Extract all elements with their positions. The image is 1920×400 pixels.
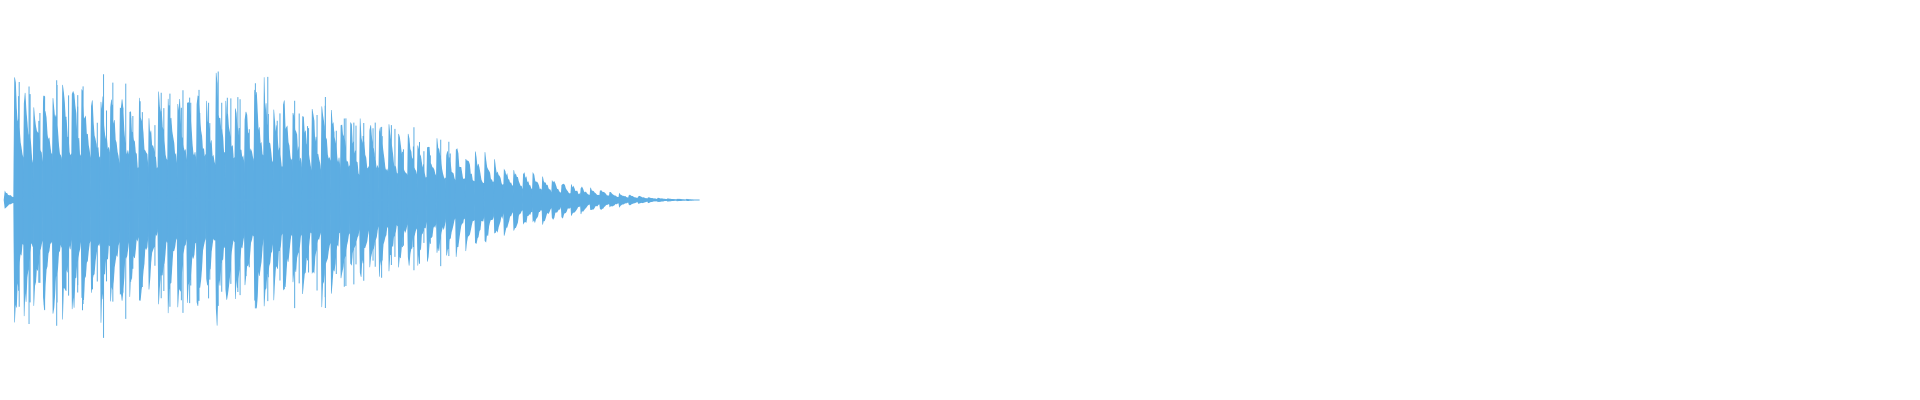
waveform-burst xyxy=(464,159,475,252)
waveform-burst xyxy=(522,172,533,225)
waveform-burst xyxy=(474,151,485,244)
waveform-burst xyxy=(426,146,437,262)
waveform-burst xyxy=(493,159,504,234)
waveform-burst xyxy=(301,116,312,295)
waveform-burst xyxy=(195,95,206,306)
waveform-burst xyxy=(579,186,590,215)
waveform-burst xyxy=(589,187,600,211)
waveform-burst xyxy=(531,172,542,224)
waveform-burst xyxy=(502,168,514,236)
waveform-bursts xyxy=(3,71,694,338)
waveform-burst xyxy=(22,92,34,317)
waveform-burst xyxy=(416,145,427,266)
waveform-burst xyxy=(205,100,216,286)
waveform-burst xyxy=(157,91,168,305)
waveform-burst xyxy=(339,124,350,279)
waveform-burst xyxy=(147,118,158,290)
waveform-burst xyxy=(378,127,389,277)
waveform-burst xyxy=(291,112,302,283)
waveform-burst xyxy=(310,108,322,275)
waveform-burst xyxy=(560,183,571,219)
waveform-burst xyxy=(99,96,110,323)
waveform-burst xyxy=(90,100,101,293)
waveform-burst xyxy=(368,125,379,268)
waveform-burst xyxy=(214,72,226,326)
waveform-burst xyxy=(454,148,466,257)
waveform-burst xyxy=(349,122,360,266)
waveform-burst xyxy=(109,99,120,302)
waveform-burst xyxy=(234,108,245,300)
waveform-burst xyxy=(32,107,43,306)
waveform-burst xyxy=(541,176,552,225)
waveform-burst xyxy=(483,152,494,243)
waveform-burst xyxy=(387,124,398,272)
waveform-burst xyxy=(330,109,341,294)
